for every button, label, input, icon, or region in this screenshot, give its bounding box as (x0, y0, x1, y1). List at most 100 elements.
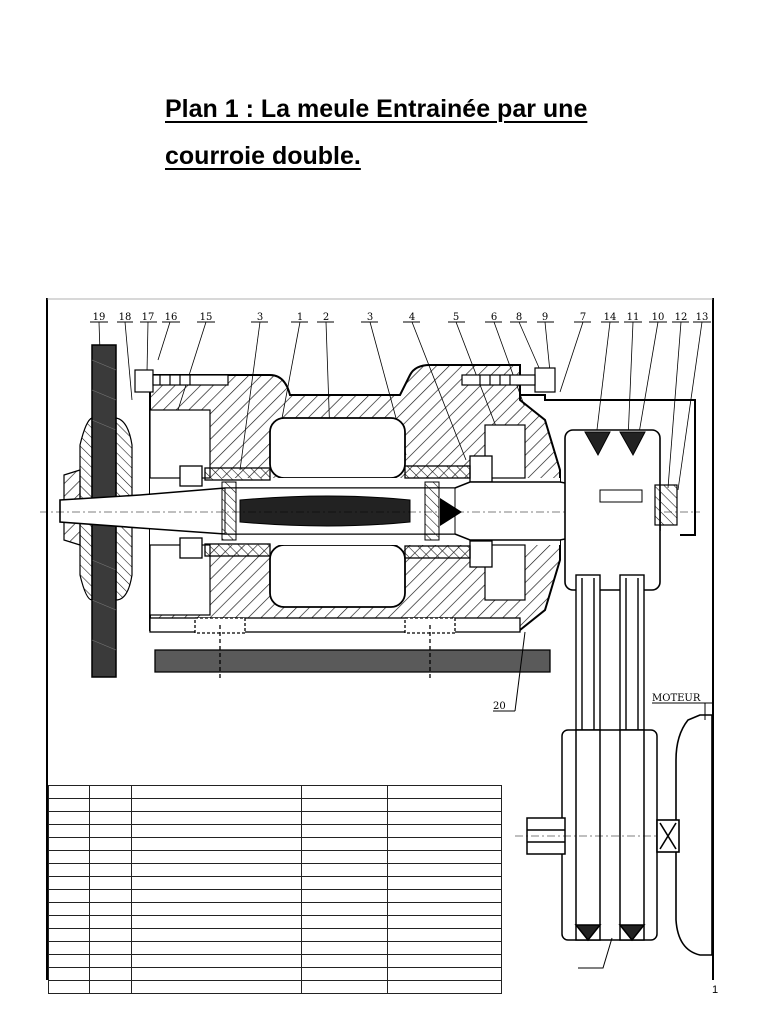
parts-list-table (48, 785, 502, 994)
part-label: 3 (367, 312, 373, 323)
table-cell (387, 850, 502, 864)
part-label: 15 (200, 312, 213, 323)
table-row (48, 863, 502, 877)
table-cell (301, 889, 388, 903)
table-cell (387, 824, 502, 838)
table-cell (301, 954, 388, 968)
table-cell (387, 967, 502, 981)
table-row (48, 980, 502, 994)
table-cell (301, 876, 388, 890)
table-cell (387, 980, 502, 994)
part-label-20: 20 (493, 701, 506, 712)
table-cell (48, 941, 90, 955)
table-cell (48, 928, 90, 942)
table-cell (301, 785, 388, 799)
table-cell (301, 824, 388, 838)
table-cell (48, 889, 90, 903)
bearings (179, 455, 493, 568)
table-cell (301, 837, 388, 851)
table-cell (48, 967, 90, 981)
table-row (48, 824, 502, 838)
table-cell (89, 863, 132, 877)
page-number: 1 (711, 984, 719, 996)
table-cell (131, 876, 302, 890)
part-label: 19 (93, 312, 106, 323)
table-cell (387, 902, 502, 916)
table-cell (89, 889, 132, 903)
part-label: 11 (627, 312, 640, 323)
table-cell (48, 850, 90, 864)
table-cell (48, 798, 90, 812)
annotation-leaders (493, 631, 712, 969)
table-cell (301, 980, 388, 994)
part-label: 16 (165, 312, 178, 323)
part-label: 2 (323, 312, 329, 323)
table-cell (89, 785, 132, 799)
table-row (48, 954, 502, 968)
table-cell (131, 967, 302, 981)
table-cell (131, 850, 302, 864)
table-cell (131, 824, 302, 838)
table-row (48, 811, 502, 825)
table-row (48, 941, 502, 955)
table-cell (48, 863, 90, 877)
table-cell (301, 863, 388, 877)
main-shaft (40, 481, 700, 541)
table-cell (48, 915, 90, 929)
table-row (48, 928, 502, 942)
part-label: 1 (297, 312, 303, 323)
table-cell (301, 941, 388, 955)
table-cell (89, 902, 132, 916)
belt-guard (520, 394, 696, 536)
part-label: 3 (257, 312, 263, 323)
table-cell (387, 837, 502, 851)
driven-pulley (564, 429, 678, 591)
part-label: 10 (652, 312, 665, 323)
table-cell (48, 824, 90, 838)
part-label: 4 (409, 312, 415, 323)
table-cell (131, 941, 302, 955)
part-label: 8 (516, 312, 522, 323)
table-cell (89, 824, 132, 838)
table-row (48, 915, 502, 929)
table-cell (131, 785, 302, 799)
part-labels: 19 18 17 16 15 3 1 2 3 4 5 6 8 9 7 14 11… (93, 312, 709, 323)
table-row (48, 850, 502, 864)
table-cell (48, 811, 90, 825)
table-cell (131, 811, 302, 825)
table-cell (131, 863, 302, 877)
table-cell (301, 798, 388, 812)
part-label: 14 (604, 312, 617, 323)
part-label: 7 (580, 312, 586, 323)
table-cell (387, 785, 502, 799)
page-title: Plan 1 : La meule Entrainée par une cour… (165, 86, 725, 180)
title-line-1: Plan 1 : La meule Entrainée par une (165, 95, 588, 123)
table-cell (48, 837, 90, 851)
table-cell (89, 837, 132, 851)
table-cell (301, 850, 388, 864)
table-cell (387, 798, 502, 812)
table-cell (301, 902, 388, 916)
table-cell (48, 876, 90, 890)
motor-body (656, 714, 713, 956)
table-cell (387, 863, 502, 877)
part-label: 17 (142, 312, 155, 323)
table-cell (48, 954, 90, 968)
table-row (48, 876, 502, 890)
table-row (48, 798, 502, 812)
table-cell (89, 980, 132, 994)
table-cell (131, 915, 302, 929)
table-cell (387, 928, 502, 942)
title-line-2: courroie double. (165, 142, 361, 170)
table-cell (131, 837, 302, 851)
table-cell (301, 928, 388, 942)
table-cell (89, 798, 132, 812)
table-cell (387, 811, 502, 825)
table-cell (131, 980, 302, 994)
table-cell (301, 967, 388, 981)
table-cell (89, 954, 132, 968)
table-cell (301, 811, 388, 825)
table-cell (387, 915, 502, 929)
table-row (48, 785, 502, 799)
table-cell (131, 889, 302, 903)
